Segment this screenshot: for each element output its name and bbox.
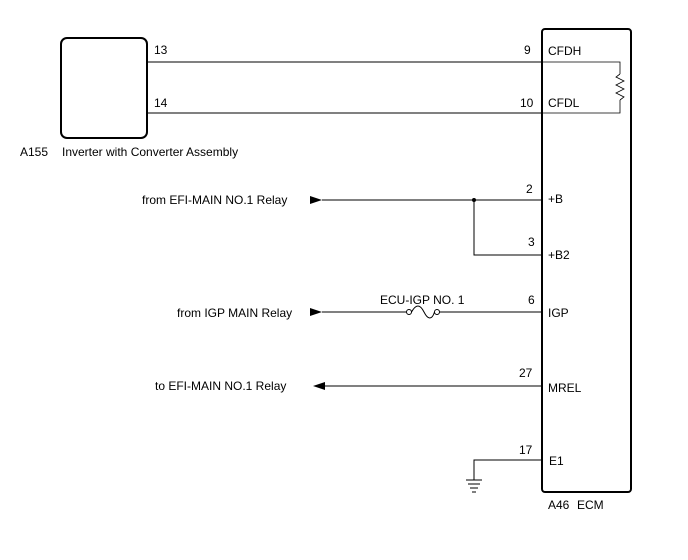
inverter-pin-13: 13 [154,43,168,57]
termination-resistor-icon [542,61,625,114]
ecm-pin-10: 10 [520,96,534,110]
ecm-pin-b2-name: +B2 [548,248,570,262]
ecm-pin-9: 9 [524,43,531,57]
ecm-pin-b-name: +B [548,192,563,206]
inverter-box [60,37,148,139]
ecm-pin-6: 6 [528,293,535,307]
ecm-pin-e1-name: E1 [549,454,564,468]
fuse-icon [406,305,440,319]
ecm-connector-id: A46 [548,498,570,512]
inverter-pin-14: 14 [154,96,168,110]
igp-main-input-label: from IGP MAIN Relay [177,306,292,320]
ecm-pin-3: 3 [528,235,535,249]
b2-wire [473,200,542,256]
ecm-pin-mrel-name: MREL [548,381,582,395]
ecm-pin-cfdl-name: CFDL [548,96,580,110]
ecm-pin-17: 17 [519,443,533,457]
ecm-name: ECM [577,498,604,512]
input-arrow-icon [310,308,322,316]
efi-main-input-label: from EFI-MAIN NO.1 Relay [142,193,287,207]
ground-icon [466,479,482,493]
inverter-connector-id: A155 [20,145,48,159]
fuse-label: ECU-IGP NO. 1 [380,293,465,307]
e1-wire [473,459,542,480]
efi-main-output-label: to EFI-MAIN NO.1 Relay [155,379,286,393]
inverter-name: Inverter with Converter Assembly [62,145,238,159]
ecm-pin-27: 27 [519,366,533,380]
input-arrow-icon [310,196,322,204]
ecm-box [541,28,632,493]
ecm-pin-igp-name: IGP [548,306,569,320]
ecm-pin-cfdh-name: CFDH [548,44,581,58]
output-arrow-icon [313,382,325,390]
ecm-pin-2: 2 [526,182,533,196]
